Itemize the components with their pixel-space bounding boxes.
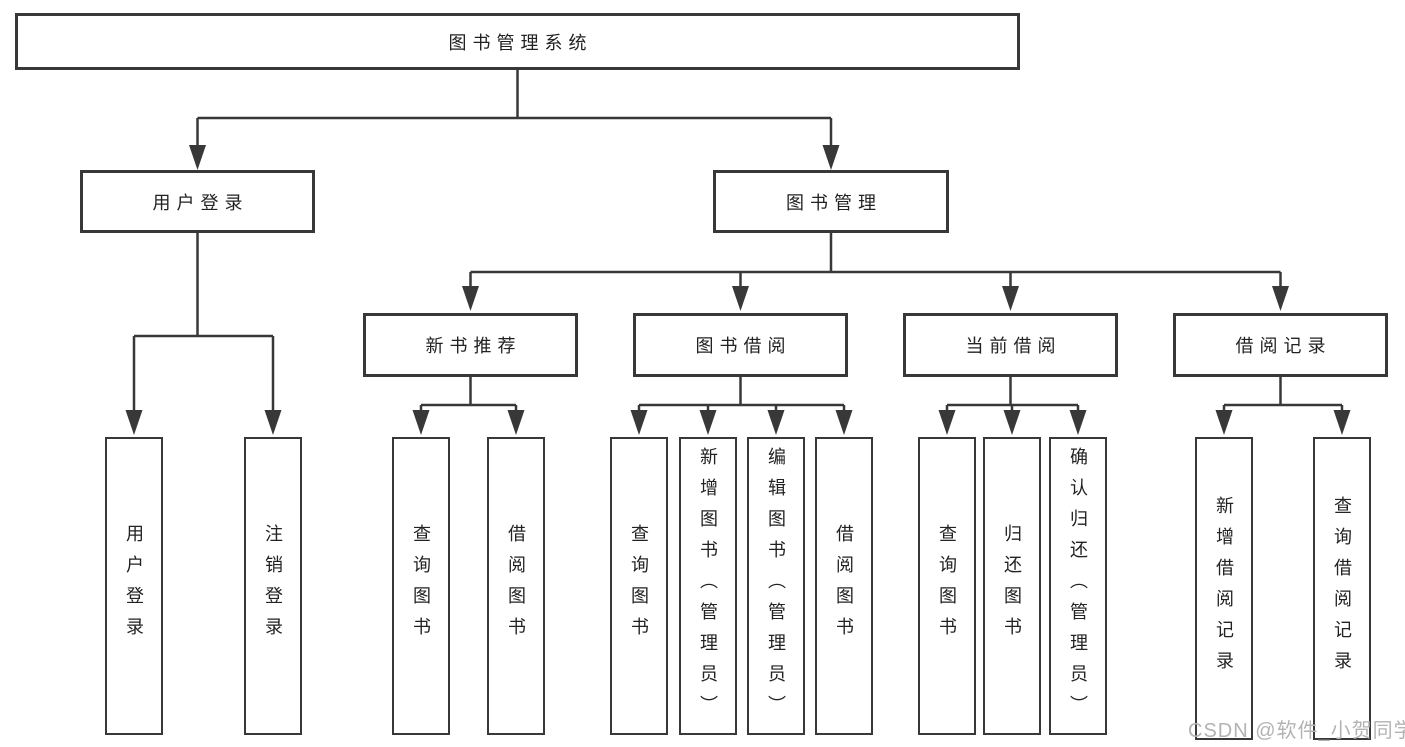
- connector-root-to-level2: [196, 70, 833, 152]
- arrow-down-icon: [1069, 410, 1087, 435]
- arrow-down-icon: [938, 410, 956, 435]
- arrow-down-icon: [412, 410, 430, 435]
- arrow-down-icon: [630, 410, 648, 435]
- arrow-down-icon: [264, 410, 282, 435]
- node-new-book-recommendation: 新书推荐: [363, 313, 578, 377]
- connector-newbookrec-to-leaves: [419, 377, 518, 420]
- node-label: 图书管理: [786, 192, 882, 213]
- node-label: 图书借阅: [695, 336, 792, 356]
- arrow-down-icon: [189, 145, 206, 170]
- leaf-add-borrow-record: 新增借阅记录: [1195, 437, 1253, 740]
- leaf-logout-login: 注销登录: [244, 437, 302, 735]
- arrow-down-icon: [1002, 286, 1019, 311]
- leaf-add-books-admin: 新增图书（管理员）: [679, 437, 737, 735]
- connector-userlogin-to-leaves: [132, 233, 275, 420]
- arrow-down-icon: [1333, 410, 1351, 435]
- leaf-label: 查询图书: [411, 524, 431, 648]
- arrow-down-icon: [732, 286, 749, 311]
- arrow-down-icon: [835, 410, 853, 435]
- leaf-label: 新增借阅记录: [1214, 495, 1234, 682]
- leaf-query-books-recommendation: 查询图书: [392, 437, 450, 735]
- leaf-return-books: 归还图书: [983, 437, 1041, 735]
- leaf-label: 查询借阅记录: [1332, 495, 1352, 682]
- leaf-label: 归还图书: [1002, 524, 1022, 648]
- leaf-label: 查询图书: [629, 524, 649, 648]
- leaf-borrow-books-borrowing: 借阅图书: [815, 437, 873, 735]
- connector-bookmgmt-to-level3: [469, 233, 1282, 296]
- leaf-label: 用户登录: [124, 524, 144, 648]
- arrow-down-icon: [125, 410, 143, 435]
- arrow-down-icon: [462, 286, 479, 311]
- node-book-management: 图书管理: [713, 170, 949, 233]
- leaf-user-login: 用户登录: [105, 437, 163, 735]
- leaf-label: 新增图书（管理员）: [698, 446, 718, 726]
- node-library-management-system: 图书管理系统: [15, 13, 1020, 70]
- arrow-down-icon: [699, 410, 717, 435]
- node-book-borrowing: 图书借阅: [633, 313, 848, 377]
- leaf-label: 查询图书: [937, 524, 957, 648]
- arrow-down-icon: [822, 145, 840, 170]
- node-user-login: 用户登录: [80, 170, 315, 233]
- leaf-label: 确认归还（管理员）: [1068, 446, 1088, 726]
- arrow-down-icon: [767, 410, 785, 435]
- node-label: 当前借阅: [965, 336, 1062, 356]
- leaf-label: 借阅图书: [834, 524, 854, 648]
- arrowheads: [125, 145, 1351, 435]
- arrow-down-icon: [1272, 286, 1289, 311]
- leaf-label: 注销登录: [263, 524, 283, 648]
- arrow-down-icon: [1003, 410, 1021, 435]
- node-label: 图书管理系统: [448, 32, 593, 53]
- leaf-borrow-books-recommendation: 借阅图书: [487, 437, 545, 735]
- leaf-query-books-current: 查询图书: [918, 437, 976, 735]
- arrow-down-icon: [507, 410, 525, 435]
- leaf-confirm-return-admin: 确认归还（管理员）: [1049, 437, 1107, 735]
- node-label: 用户登录: [152, 192, 249, 213]
- arrow-down-icon: [1215, 410, 1233, 435]
- watermark-csdn: CSDN @软件_小贺同学: [1188, 720, 1405, 742]
- leaf-query-books-borrowing: 查询图书: [610, 437, 668, 735]
- connector-bookborrow-to-leaves: [637, 377, 846, 420]
- node-label: 新书推荐: [425, 336, 522, 356]
- leaf-query-borrow-record: 查询借阅记录: [1313, 437, 1371, 740]
- connector-borrowrecord-to-leaves: [1222, 377, 1344, 420]
- node-borrowing-records: 借阅记录: [1173, 313, 1388, 377]
- node-label: 借阅记录: [1235, 336, 1332, 356]
- leaf-edit-books-admin: 编辑图书（管理员）: [747, 437, 805, 735]
- node-current-borrowing: 当前借阅: [903, 313, 1118, 377]
- leaf-label: 编辑图书（管理员）: [766, 446, 786, 726]
- leaf-label: 借阅图书: [506, 524, 526, 648]
